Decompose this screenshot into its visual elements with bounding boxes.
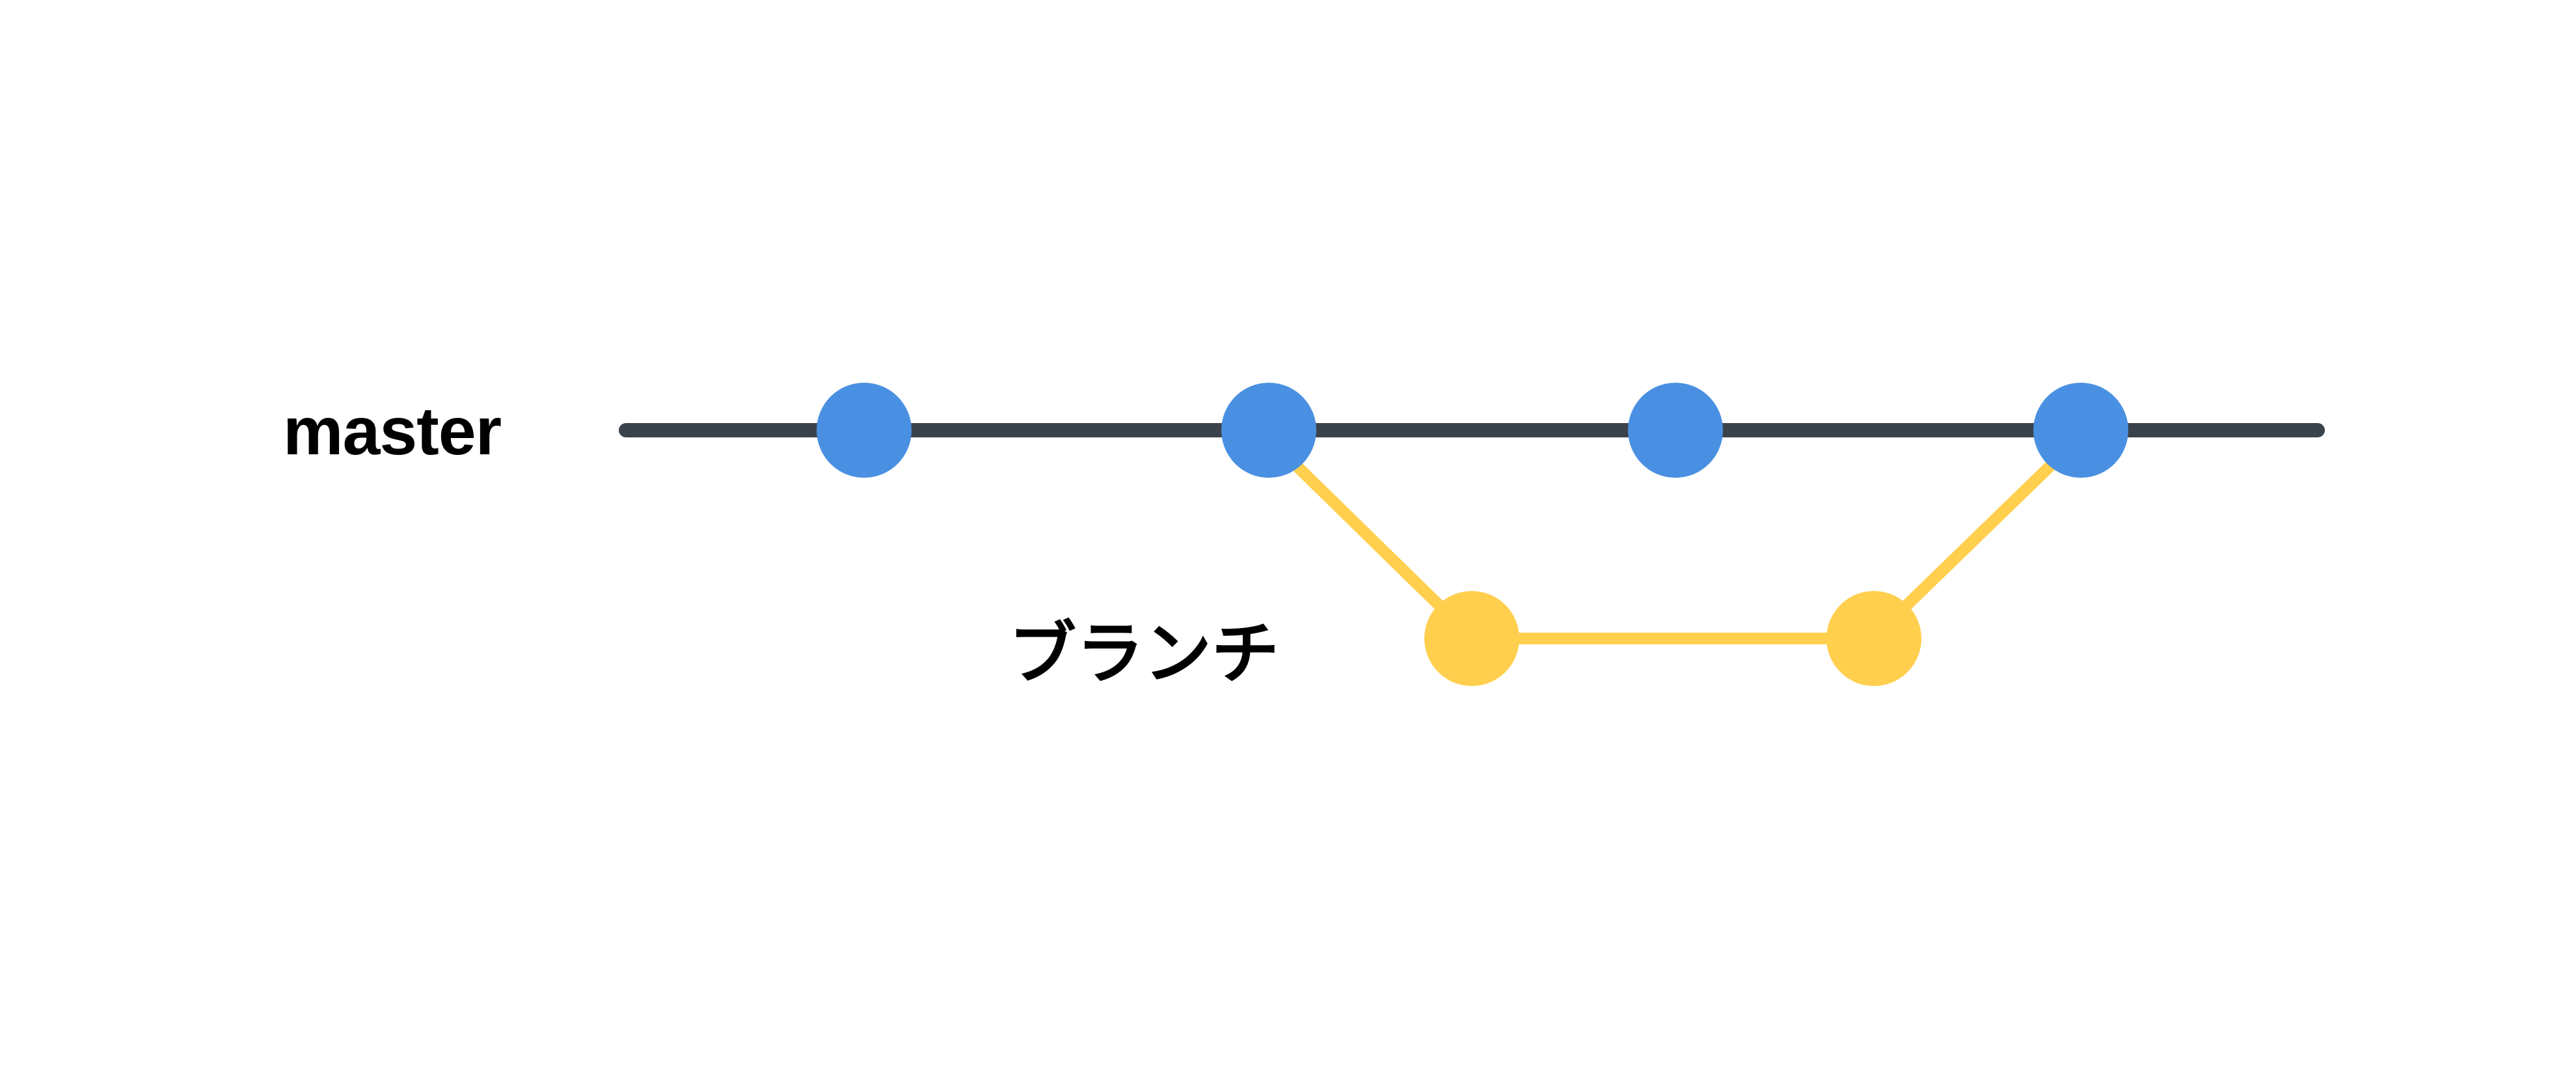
master-commit-node-2[interactable]: [1221, 383, 1316, 478]
branch-fork-connector: [1292, 461, 1450, 616]
branch-commit-node-2[interactable]: [1826, 591, 1921, 686]
master-commit-node-3[interactable]: [1628, 383, 1723, 478]
master-branch-label: master: [283, 394, 501, 469]
branch-commit-node-1[interactable]: [1424, 591, 1519, 686]
feature-branch-label: ブランチ: [1009, 616, 1279, 692]
master-commit-node-4[interactable]: [2033, 383, 2128, 478]
branch-merge-connector: [1895, 458, 2059, 616]
master-commit-node-1[interactable]: [817, 383, 912, 478]
